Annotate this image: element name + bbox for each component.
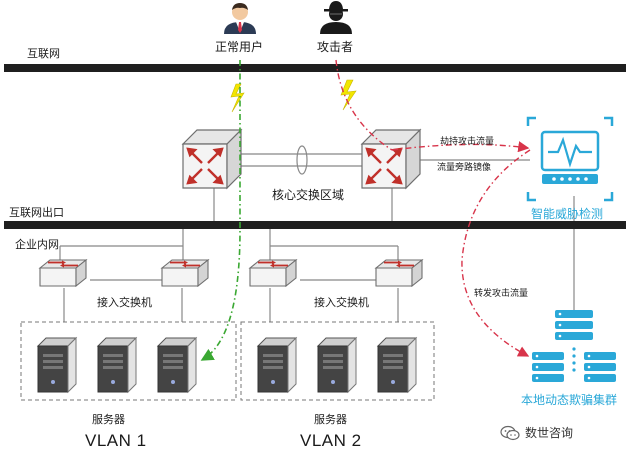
- mirror-traffic-label: 流量旁路镜像: [437, 163, 492, 173]
- core-switch-left: [181, 128, 243, 190]
- internet-exit-bar: [4, 221, 626, 229]
- internet-label: 互联网: [27, 47, 60, 60]
- threat-detection-label: 智能威胁检测: [531, 207, 604, 221]
- attacker-label: 攻击者: [317, 40, 354, 54]
- lightning-icon: [230, 83, 245, 113]
- forward-path: [461, 149, 531, 357]
- access-switch-1b: [161, 259, 209, 287]
- server-1: [37, 337, 77, 393]
- attack-path: [335, 59, 393, 151]
- access-switch-label: 接入交换机: [97, 296, 152, 309]
- vlan1-box: [20, 321, 237, 401]
- watermark: 数世咨询: [500, 424, 573, 441]
- server-5: [317, 337, 357, 393]
- server-4: [257, 337, 297, 393]
- businessman-icon: [224, 3, 256, 34]
- access-switch-1a: [39, 259, 87, 287]
- server-3: [157, 337, 197, 393]
- normal-user-label: 正常用户: [215, 40, 264, 54]
- server-cluster-icon: [532, 310, 616, 382]
- vlan1-label: VLAN 1: [85, 431, 147, 450]
- hacker-icon: [320, 1, 352, 34]
- access-switch-2a: [249, 259, 297, 287]
- hijack-path: [391, 141, 530, 153]
- deception-cluster-label: 本地动态欺骗集群: [521, 393, 618, 407]
- hijack-traffic-label: 劫持攻击流量: [440, 137, 495, 147]
- forward-traffic-label: 转发攻击流量: [474, 289, 529, 299]
- core-switch-right: [360, 128, 422, 190]
- intranet-label: 企业内网: [15, 238, 59, 251]
- vlan2-box: [240, 321, 435, 401]
- access-switch-label: 接入交换机: [314, 296, 369, 309]
- wechat-icon: [500, 425, 520, 440]
- monitor-pulse-icon: [526, 116, 614, 202]
- internet-bar: [4, 64, 626, 72]
- server-6: [377, 337, 417, 393]
- server-2: [97, 337, 137, 393]
- internet-exit-label: 互联网出口: [9, 206, 64, 219]
- lightning-icon: [340, 79, 357, 111]
- core-zone-label: 核心交换区域: [272, 188, 345, 202]
- normal-user-path: [200, 60, 241, 361]
- servers-label: 服务器: [92, 413, 125, 426]
- vlan2-label: VLAN 2: [300, 431, 362, 450]
- servers-label: 服务器: [314, 413, 347, 426]
- access-switch-2b: [375, 259, 423, 287]
- watermark-text: 数世咨询: [525, 426, 574, 440]
